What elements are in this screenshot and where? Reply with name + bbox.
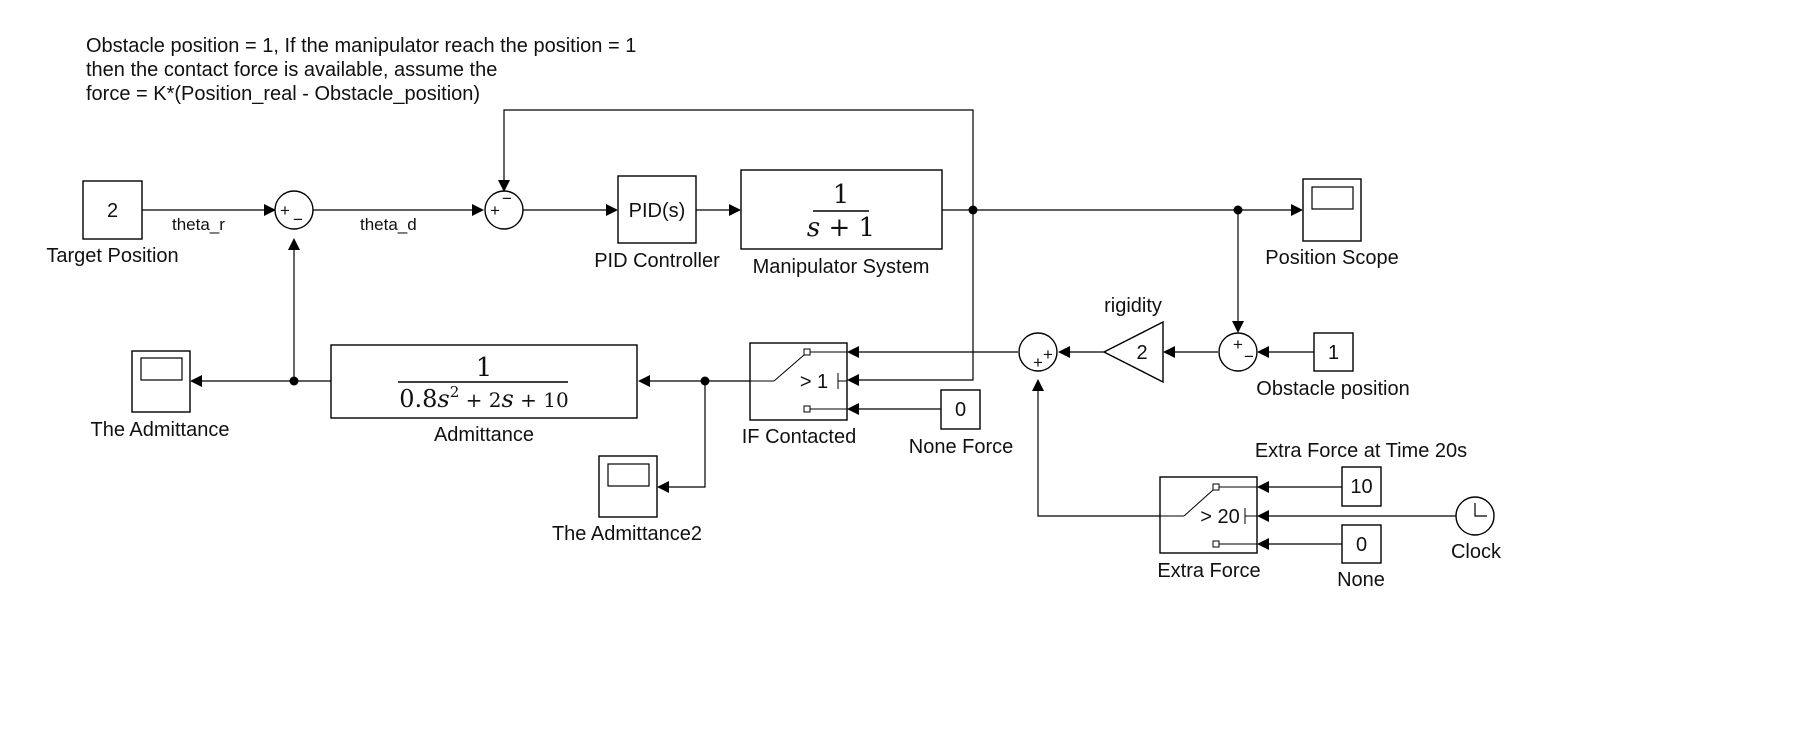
rigidity-value: 2 <box>1136 342 1147 364</box>
note-line-1: Obstacle position = 1, If the manipulato… <box>86 35 636 57</box>
if-contacted-threshold: > 1 <box>800 371 828 393</box>
extra-force-const-label: Extra Force at Time 20s <box>1255 440 1467 462</box>
note-line-3: force = K*(Position_real - Obstacle_posi… <box>86 83 480 105</box>
none-force-value: 0 <box>955 399 966 421</box>
if-contacted-label: IF Contacted <box>742 426 857 448</box>
manipulator-numerator: 1 <box>833 180 850 210</box>
admittance-scope-block[interactable]: The Admittance <box>91 350 230 441</box>
junction-dot <box>968 205 978 215</box>
admittance-scope2-label: The Admittance2 <box>552 523 702 545</box>
extra-force-label: Extra Force <box>1157 560 1260 582</box>
sum3-sign-plus: + <box>1233 335 1243 354</box>
switch-port-icon <box>803 405 811 413</box>
junction-dot <box>1233 205 1243 215</box>
sum1-sign-plus: + <box>280 201 290 220</box>
scope-screen-icon <box>607 463 650 487</box>
clock-block[interactable]: Clock <box>1451 496 1502 563</box>
manipulator-denominator: s + 1 <box>807 213 875 243</box>
position-scope-block[interactable]: Position Scope <box>1265 178 1399 269</box>
none-force-label: None Force <box>909 436 1014 458</box>
signal-label-theta-d: theta_d <box>360 215 417 234</box>
scope-screen-icon <box>1311 186 1354 210</box>
obstacle-position-block[interactable]: 1 Obstacle position <box>1256 332 1410 400</box>
note-line-2: then the contact force is available, ass… <box>86 59 497 81</box>
extra-force-threshold: > 20 <box>1200 506 1239 528</box>
none-force-block[interactable]: 0 None Force <box>909 389 1014 458</box>
clock-icon <box>1474 503 1487 517</box>
annotation-note: Obstacle position = 1, If the manipulato… <box>86 35 636 105</box>
manipulator-label: Manipulator System <box>753 256 930 278</box>
if-contacted-switch-block[interactable]: > 1 IF Contacted <box>742 342 857 448</box>
none-const-label: None <box>1337 569 1385 591</box>
sum-block-2[interactable]: + − <box>484 189 524 230</box>
pid-controller-block[interactable]: PID(s) PID Controller <box>594 175 720 272</box>
extra-force-const-value: 10 <box>1350 476 1372 498</box>
target-position-value: 2 <box>107 200 118 222</box>
extra-force-const-block[interactable]: 10 Extra Force at Time 20s <box>1255 440 1467 507</box>
signal-lines <box>142 109 1456 550</box>
signal-label-theta-r: theta_r <box>172 215 225 234</box>
none-const-block[interactable]: 0 None <box>1337 524 1385 591</box>
sum4-sign-plus-right: + <box>1043 345 1053 364</box>
switch-port-icon <box>1212 540 1220 548</box>
sum4-sign-plus-bottom: + <box>1033 353 1043 372</box>
sum2-sign-plus: + <box>490 201 500 220</box>
admittance-denominator: 0.8s2 + 2s + 10 <box>399 383 569 413</box>
sum2-sign-minus: − <box>502 189 512 208</box>
target-position-label: Target Position <box>46 245 178 267</box>
junction-dot <box>289 376 299 386</box>
switch-port-icon <box>1212 483 1220 491</box>
switch-port-icon <box>803 348 811 356</box>
junction-dot <box>700 376 710 386</box>
sum3-sign-minus: − <box>1244 347 1254 366</box>
rigidity-label: rigidity <box>1104 295 1162 317</box>
admittance-block[interactable]: 1 0.8s2 + 2s + 10 Admittance <box>330 344 638 446</box>
position-scope-label: Position Scope <box>1265 247 1398 269</box>
manipulator-system-block[interactable]: 1 s + 1 Manipulator System <box>740 169 943 278</box>
extra-force-switch-block[interactable]: > 20 Extra Force <box>1157 476 1261 582</box>
scope-screen-icon <box>140 357 183 381</box>
admittance-scope-label: The Admittance <box>91 419 230 441</box>
obstacle-position-value: 1 <box>1328 342 1339 364</box>
pid-label: PID Controller <box>594 250 720 272</box>
sum-block-3[interactable]: + − <box>1218 332 1258 372</box>
target-position-block[interactable]: 2 Target Position <box>46 180 179 267</box>
clock-label: Clock <box>1451 541 1502 563</box>
none-const-value: 0 <box>1356 534 1367 556</box>
sum1-sign-minus: − <box>293 210 303 229</box>
admittance-scope2-block[interactable]: The Admittance2 <box>552 455 702 545</box>
sum-block-1[interactable]: + − <box>274 190 314 230</box>
admittance-label: Admittance <box>434 424 534 446</box>
admittance-numerator: 1 <box>476 353 493 383</box>
obstacle-position-label: Obstacle position <box>1256 378 1409 400</box>
sum-block-4[interactable]: + + <box>1018 332 1058 372</box>
rigidity-gain-block[interactable]: 2 rigidity <box>1102 295 1164 384</box>
pid-text: PID(s) <box>629 200 686 222</box>
